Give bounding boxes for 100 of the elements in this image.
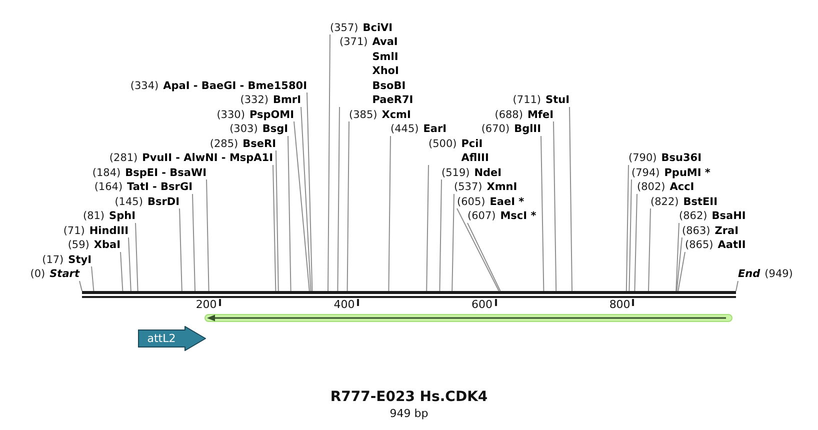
position-number: (794) [632,166,660,180]
position-number: (184) [92,166,121,180]
enzyme-name: PspOMI [249,108,294,122]
enzyme-name: MscI * [500,210,536,223]
position-number: (0) [30,268,46,281]
enzyme-name: AatII [718,239,746,252]
enzyme-name: AvaI [372,36,399,49]
position-number: (862) [679,210,708,223]
position-number: (81) [82,210,105,223]
leader-line [294,121,310,292]
leader-line [456,208,500,292]
leader-line [120,252,124,292]
leader-line [648,208,651,292]
enzyme-name: EaeI * [490,196,524,208]
position-number: (281) [109,152,138,165]
enzyme-name: PvuII - AlwNI - MspA1I [142,152,273,165]
leader-line [426,164,429,292]
enzyme-name: BsaHI [712,210,746,223]
position-number: (285) [210,138,238,150]
position-number: (802) [637,181,666,194]
position-number: (334) [130,80,159,92]
enzyme-name: PaeR7I [372,94,414,107]
leader-line [306,92,313,292]
scale-label: 800 [609,298,630,311]
enzyme-name: StuI [546,94,570,107]
terminus-label: Start [50,268,80,281]
leader-line [135,222,138,292]
position-number: (790) [628,152,657,165]
leader-line [337,106,340,292]
position-number: (519) [442,166,470,180]
position-number: (670) [481,123,510,136]
position-number: (863) [682,224,710,238]
enzyme-name: NdeI [474,166,502,180]
leader-line [439,179,442,292]
leader-line [288,136,292,292]
position-number: (385) [349,108,378,122]
position-number: (605) [457,196,486,208]
enzyme-name: StyI [68,254,92,266]
leader-line [634,194,638,292]
position-number: (537) [454,181,482,194]
leader-line [276,150,279,292]
map-title: R777-E023 Hs.CDK4 [330,389,488,406]
position-number: (949) [764,268,793,281]
leader-line [300,106,312,292]
leader-line [540,136,544,292]
position-number: (332) [240,94,268,107]
scale-label: 400 [334,298,355,311]
leader-line [91,266,94,292]
scale-label: 600 [472,298,492,311]
leader-line [569,106,572,292]
enzyme-name: BsoBI [372,80,407,92]
position-number: (822) [650,196,679,208]
enzyme-name: Bsu36I [661,152,702,165]
leader-line [79,280,82,292]
enzyme-name: AccI [670,181,694,194]
position-number: (445) [390,123,419,136]
leader-line [128,237,132,292]
enzyme-name: TatI - BsrGI [127,181,192,194]
leader-line [388,136,391,292]
position-number: (500) [428,138,457,150]
leader-line [206,179,210,292]
sequence-length: 949 bp [390,407,428,420]
leader-line [467,222,501,292]
terminus-label: End [738,268,760,281]
enzyme-name: BsrDI [147,196,180,208]
enzyme-name: BsgI [262,123,288,136]
sequence-bar [82,291,736,298]
enzyme-name: AflIII [461,152,489,165]
position-number: (357) [330,22,358,34]
position-number: (711) [512,94,542,107]
feature-label: attL2 [147,332,176,345]
enzyme-name: PpuMI * [664,166,710,180]
enzyme-name: BstEII [683,196,718,208]
leader-line [179,208,182,292]
position-number: (330) [216,108,245,122]
enzyme-name: MfeI [527,108,554,122]
leader-line [272,164,276,292]
leader-line [676,222,680,292]
enzyme-name: BseRI [242,138,276,150]
position-number: (164) [94,181,123,194]
enzyme-name: XbaI [94,239,120,252]
leader-line [626,164,629,292]
enzyme-name: EarI [423,123,447,136]
scale-label: 200 [196,298,217,311]
position-number: (71) [63,224,85,238]
enzyme-name: ZraI [714,224,739,238]
enzyme-name: BciVI [362,22,393,34]
enzyme-name: XcmI [382,108,411,122]
leader-line [628,179,632,292]
enzyme-name: BglII [514,123,541,136]
enzyme-name: BmrI [272,94,301,107]
leader-line [346,121,350,292]
position-number: (17) [42,254,64,266]
position-number: (865) [685,239,714,252]
enzyme-name: XmnI [486,181,518,194]
enzyme-name: PciI [461,138,484,150]
position-number: (303) [230,123,258,136]
enzyme-name: HindIII [89,224,128,238]
leader-line [676,237,682,292]
position-number: (371) [340,36,368,49]
